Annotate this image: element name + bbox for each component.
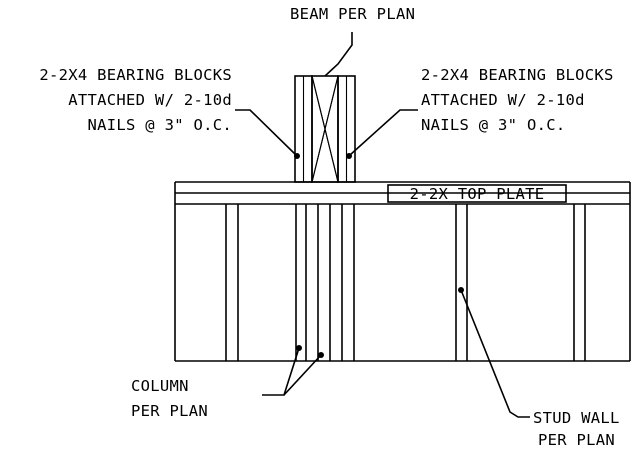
stud-right <box>573 204 586 361</box>
stud-wall-label-line-2: PER PLAN <box>538 431 615 449</box>
blocks-right-line-2: ATTACHED W/ 2-10d <box>421 91 585 109</box>
bearing-block-right <box>337 75 356 183</box>
leader-beam <box>324 32 353 77</box>
leader-stud-wall <box>458 287 530 418</box>
leader-blocks-right <box>346 109 418 159</box>
beam-section <box>311 75 339 183</box>
blocks-right-line-3: NAILS @ 3" O.C. <box>421 116 565 134</box>
top-plate-label: 2-2X TOP PLATE <box>410 185 545 203</box>
leader-column <box>262 345 324 396</box>
stud-wall-label-line-1: STUD WALL <box>533 409 620 427</box>
wall-outline <box>174 204 631 362</box>
blocks-left-line-3: NAILS @ 3" O.C. <box>88 116 232 134</box>
column-studs <box>295 204 355 361</box>
top-plate <box>174 181 631 205</box>
blocks-left-line-1: 2-2X4 BEARING BLOCKS <box>39 66 232 84</box>
column-label-line-2: PER PLAN <box>131 402 208 420</box>
top-plate-label-box <box>387 184 567 203</box>
blocks-right-line-1: 2-2X4 BEARING BLOCKS <box>421 66 614 84</box>
stud-middle <box>455 204 468 361</box>
blocks-left-line-2: ATTACHED W/ 2-10d <box>68 91 232 109</box>
leader-blocks-left <box>235 109 300 159</box>
beam-label: BEAM PER PLAN <box>290 5 415 23</box>
column-label-line-1: COLUMN <box>131 377 189 395</box>
stud-left <box>225 204 239 361</box>
bearing-block-left <box>294 75 313 183</box>
